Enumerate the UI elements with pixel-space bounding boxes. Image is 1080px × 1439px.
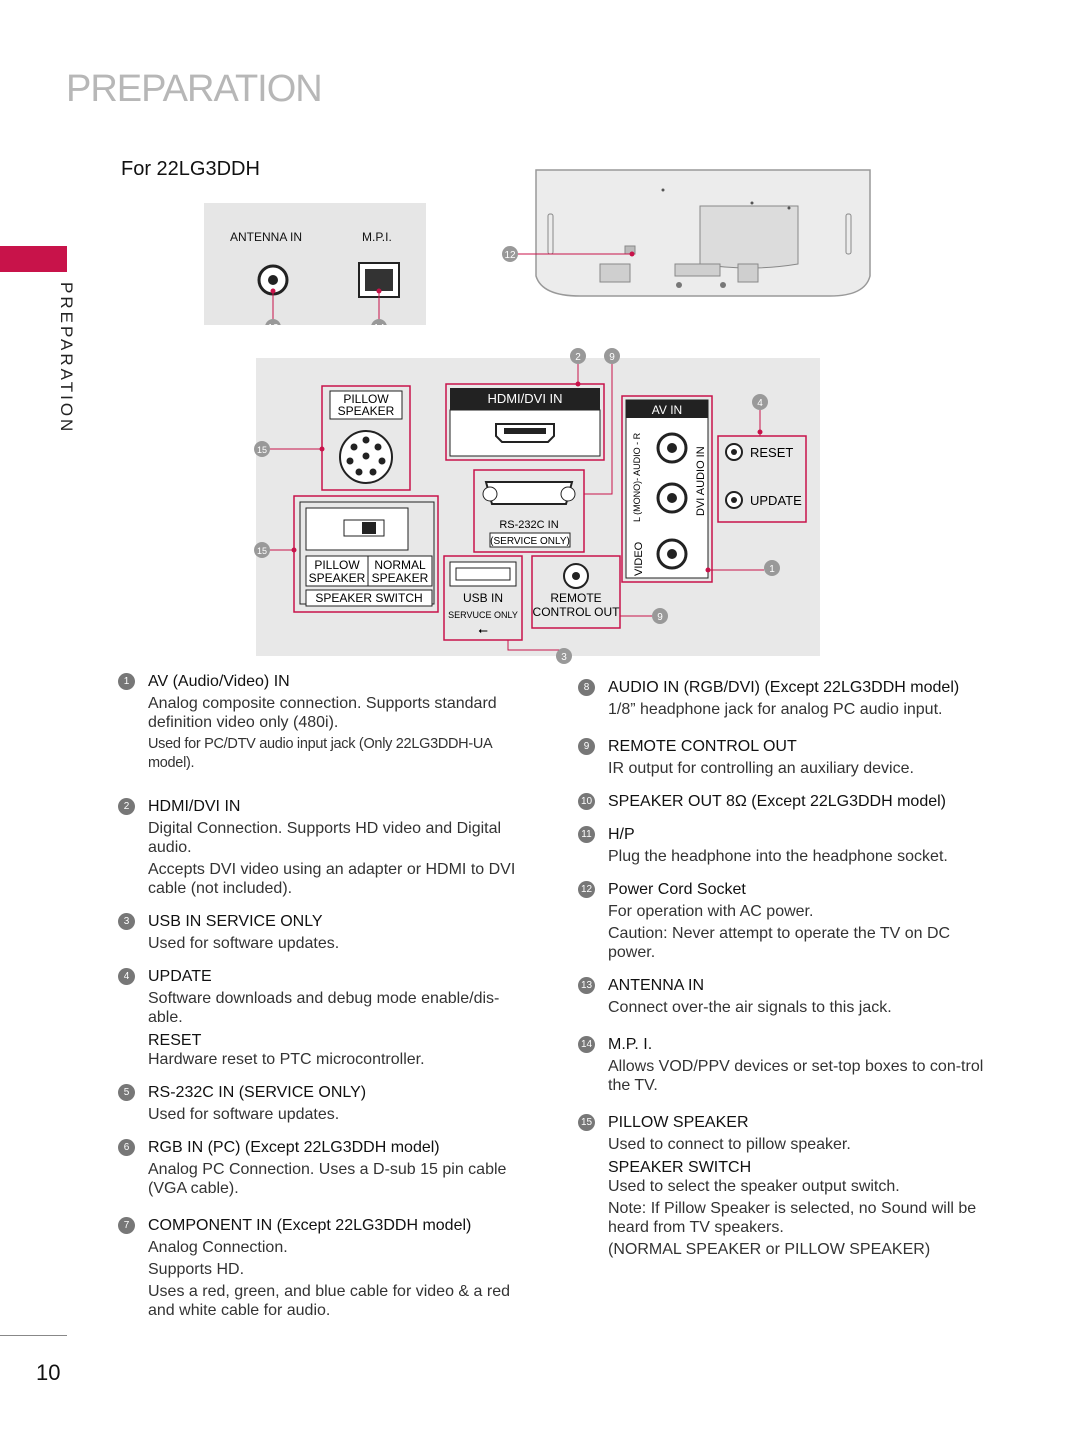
svg-text:PILLOW: PILLOW xyxy=(314,558,360,572)
svg-text:L (MONO)- AUDIO - R: L (MONO)- AUDIO - R xyxy=(632,432,642,522)
svg-text:NORMAL: NORMAL xyxy=(374,558,426,572)
svg-text:14: 14 xyxy=(373,323,385,325)
svg-text:SPEAKER SWITCH: SPEAKER SWITCH xyxy=(315,591,422,605)
svg-text:DVI AUDIO IN: DVI AUDIO IN xyxy=(695,446,707,516)
svg-text:RESET: RESET xyxy=(750,445,793,460)
svg-text:SPEAKER: SPEAKER xyxy=(372,571,429,585)
antenna-in-label: ANTENNA IN xyxy=(230,230,302,244)
description-column-left: 1 AV (Audio/Video) IN Analog composite c… xyxy=(118,672,532,1334)
svg-text:4: 4 xyxy=(757,398,763,409)
item-hdmi-dvi-in: 2 HDMI/DVI IN Digital Connection. Suppor… xyxy=(118,797,532,898)
model-heading: For 22LG3DDH xyxy=(121,158,260,180)
svg-text:13: 13 xyxy=(267,323,279,325)
tv-rear-illustration: 12 xyxy=(502,169,871,297)
item-mpi: 14 M.P. I. Allows VOD/PPV devices or set… xyxy=(578,1035,994,1095)
svg-text:VIDEO: VIDEO xyxy=(633,541,645,576)
svg-text:REMOTE: REMOTE xyxy=(550,591,601,605)
item-av-in: 1 AV (Audio/Video) IN Analog composite c… xyxy=(118,672,532,773)
svg-text:CONTROL OUT: CONTROL OUT xyxy=(533,605,621,619)
svg-text:USB IN: USB IN xyxy=(463,591,503,605)
svg-text:1: 1 xyxy=(769,564,775,575)
item-power-cord-socket: 12 Power Cord Socket For operation with … xyxy=(578,880,994,962)
svg-text:RS-232C IN: RS-232C IN xyxy=(499,519,558,531)
callout-12 xyxy=(502,246,518,262)
svg-text:SERVUCE ONLY: SERVUCE ONLY xyxy=(448,610,518,620)
svg-text:SPEAKER: SPEAKER xyxy=(309,571,366,585)
av-jacks-icon xyxy=(656,432,688,570)
svg-text:9: 9 xyxy=(657,612,663,623)
av-in-label: AV IN xyxy=(652,403,682,417)
item-audio-in-rgb-dvi: 8 AUDIO IN (RGB/DVI) (Except 22LG3DDH mo… xyxy=(578,678,994,719)
hdmi-dvi-label: HDMI/DVI IN xyxy=(487,391,562,406)
svg-text:3: 3 xyxy=(561,652,567,663)
svg-text:12: 12 xyxy=(504,250,516,261)
usb-icon: ⭠ xyxy=(478,623,488,637)
section-side-label: PREPARATION xyxy=(57,282,76,435)
item-rgb-in: 6 RGB IN (PC) (Except 22LG3DDH model) An… xyxy=(118,1138,532,1198)
item-pillow-speaker: 15 PILLOW SPEAKER Used to connect to pil… xyxy=(578,1113,994,1259)
item-update-reset: 4 UPDATE Software downloads and debug mo… xyxy=(118,967,532,1069)
svg-text:UPDATE: UPDATE xyxy=(750,493,802,508)
svg-text:SPEAKER: SPEAKER xyxy=(338,404,395,418)
item-component-in: 7 COMPONENT IN (Except 22LG3DDH model) A… xyxy=(118,1216,532,1320)
svg-text:2: 2 xyxy=(575,352,581,363)
item-headphone: 11 H/P Plug the headphone into the headp… xyxy=(578,825,994,866)
item-remote-control-out: 9 REMOTE CONTROL OUT IR output for contr… xyxy=(578,737,994,778)
svg-text:PILLOW: PILLOW xyxy=(343,392,389,406)
connector-panel: PILLOW SPEAKER 15 PILLOW SPEAKER NORMAL … xyxy=(254,348,820,664)
section-tab-marker xyxy=(0,246,67,272)
bottom-rule xyxy=(0,1335,67,1336)
svg-text:15: 15 xyxy=(257,445,267,455)
item-speaker-out: 10 SPEAKER OUT 8Ω (Except 22LG3DDH model… xyxy=(578,792,994,811)
page-title: PREPARATION xyxy=(66,68,323,110)
mpi-label: M.P.I. xyxy=(362,230,392,244)
antenna-mpi-panel: ANTENNA IN M.P.I. 13 14 xyxy=(204,203,426,325)
description-column-right: 8 AUDIO IN (RGB/DVI) (Except 22LG3DDH mo… xyxy=(578,678,994,1273)
page-number: 10 xyxy=(36,1360,61,1385)
rs232c-port-icon xyxy=(484,481,574,505)
item-usb-in: 3 USB IN SERVICE ONLY Used for software … xyxy=(118,912,532,953)
svg-text:15: 15 xyxy=(257,546,267,556)
item-antenna-in: 13 ANTENNA IN Connect over-the air signa… xyxy=(578,976,994,1017)
svg-text:9: 9 xyxy=(609,352,615,363)
item-rs232c-in: 5 RS-232C IN (SERVICE ONLY) Used for sof… xyxy=(118,1083,532,1124)
svg-text:(SERVICE ONLY): (SERVICE ONLY) xyxy=(490,536,570,547)
